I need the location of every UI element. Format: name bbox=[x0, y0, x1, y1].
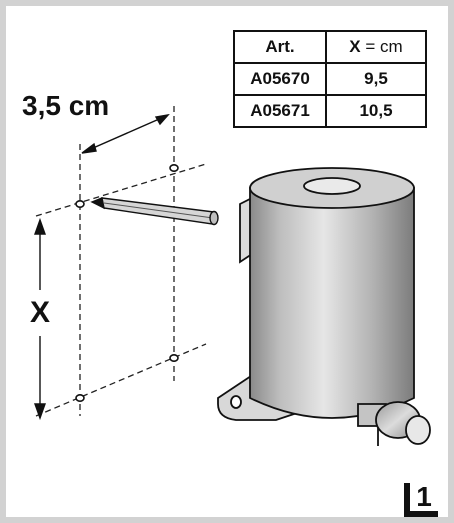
table-cell-art: A05671 bbox=[233, 94, 327, 128]
header-x-unit: = cm bbox=[360, 37, 403, 56]
table-header-row: Art. X = cm bbox=[233, 30, 427, 64]
header-x-symbol: X bbox=[349, 37, 361, 56]
hole-bottom-left bbox=[75, 393, 85, 402]
horizontal-distance-label: 3,5 cm bbox=[22, 90, 110, 121]
article-table: Art. X = cm A05670 9,5 A05671 10,5 bbox=[233, 30, 427, 128]
header-x: X = cm bbox=[325, 30, 427, 64]
table-cell-art: A05670 bbox=[233, 62, 327, 96]
hole-top-left bbox=[75, 200, 85, 209]
pencil-icon bbox=[90, 197, 219, 226]
hole-bottom-right bbox=[169, 353, 179, 362]
table-row: A05670 9,5 bbox=[233, 62, 427, 96]
table-cell-x: 10,5 bbox=[325, 94, 427, 128]
hole-top-right bbox=[169, 164, 179, 173]
lower-diagonal-guide bbox=[35, 343, 207, 417]
construction-lines bbox=[35, 106, 207, 417]
table-cell-x: 9,5 bbox=[325, 62, 427, 96]
figure-number: 1 bbox=[404, 483, 438, 517]
mounting-diagram bbox=[34, 106, 431, 446]
dispenser-body bbox=[249, 187, 415, 419]
vertical-distance-label: X bbox=[30, 296, 51, 329]
vertical-dimension-arrow bbox=[34, 217, 46, 421]
drill-holes bbox=[75, 164, 179, 402]
header-art: Art. bbox=[233, 30, 327, 64]
valve-knob-cap bbox=[405, 415, 431, 445]
dispenser-illustration bbox=[217, 167, 431, 446]
table-row: A05671 10,5 bbox=[233, 94, 427, 128]
horizontal-dimension-arrow bbox=[81, 113, 170, 154]
lid-knob bbox=[303, 177, 361, 195]
plate-hole bbox=[230, 395, 242, 409]
